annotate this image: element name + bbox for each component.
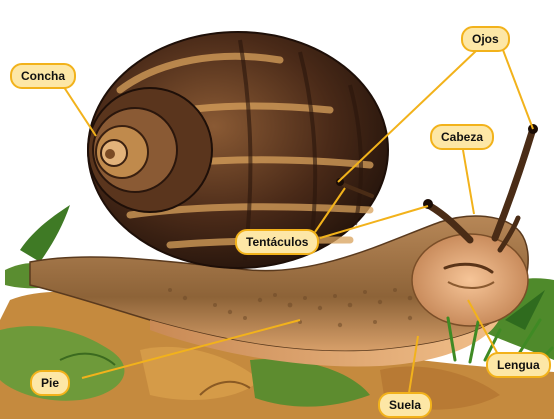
label-lengua: Lengua: [486, 352, 551, 378]
label-suela: Suela: [378, 392, 432, 418]
label-cabeza: Cabeza: [430, 124, 494, 150]
leader-ojos-2: [503, 50, 533, 129]
label-ojos: Ojos: [461, 26, 510, 52]
label-concha: Concha: [10, 63, 76, 89]
label-pie: Pie: [30, 370, 70, 396]
label-tentaculos: Tentáculos: [235, 229, 319, 255]
leader-cabeza: [463, 150, 474, 214]
